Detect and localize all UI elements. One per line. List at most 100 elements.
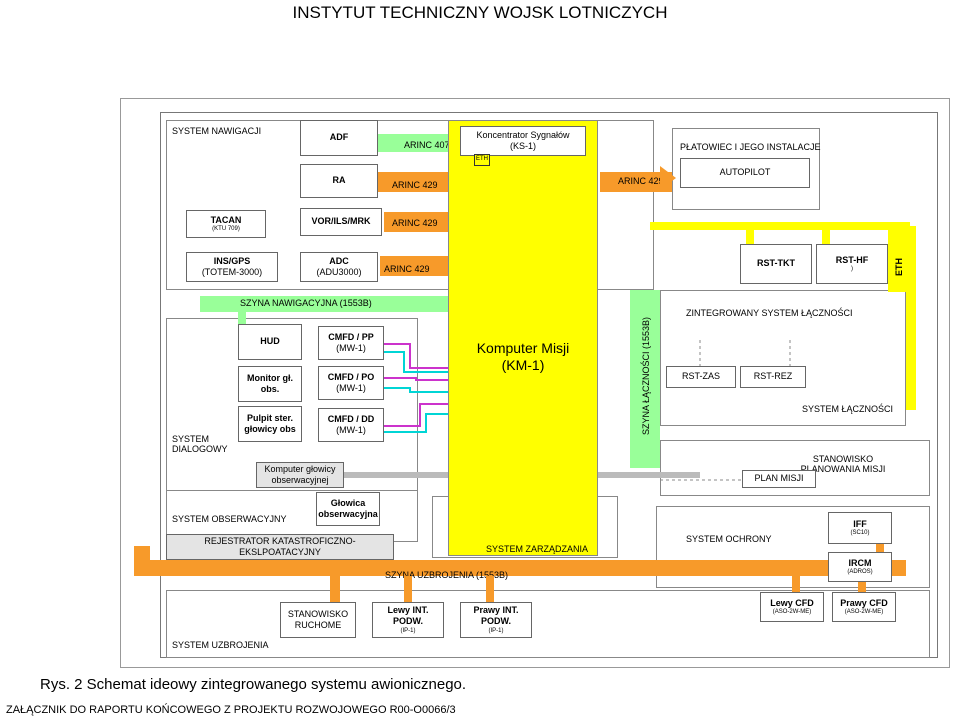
concentrator-label: Koncentrator Sygnałów <box>476 129 570 140</box>
comm-bus-top <box>630 290 660 294</box>
mission-computer[interactable] <box>448 120 598 556</box>
iff-box[interactable]: IFF (SC10) <box>828 512 892 544</box>
pulpit-box[interactable]: Pulpit ster. głowicy obs <box>238 406 302 442</box>
arinc407-label: ARINC 407 <box>404 140 450 150</box>
iff-sub: (SC10) <box>850 529 870 536</box>
airframe-title: PŁATOWIEC I JEGO INSTALACJE <box>680 142 821 152</box>
nav-bus <box>200 296 448 312</box>
cmfd-po-label: CMFD / PO <box>327 371 375 382</box>
dialog-title-text: SYSTEM DIALOGOWY <box>172 434 228 454</box>
insgps-label: INS/GPS <box>213 255 251 266</box>
int-right-sub: (IP-1) <box>488 627 504 634</box>
arinc429-c-label: ARINC 429 <box>392 218 438 228</box>
cfd-left-box[interactable]: Lewy CFD (ASO-2W-ME) <box>760 592 824 622</box>
weapons-drop-3 <box>486 576 494 602</box>
eth-drop-2 <box>822 230 830 246</box>
concentrator-box[interactable]: Koncentrator Sygnałów (KS-1) <box>460 126 586 156</box>
footer-note: ZAŁĄCZNIK DO RAPORTU KOŃCOWEGO Z PROJEKT… <box>6 704 456 716</box>
observation-title: SYSTEM OBSERWACYJNY <box>172 514 287 524</box>
comm-frame <box>660 290 906 426</box>
rst-rez-box[interactable]: RST-REZ <box>740 366 806 388</box>
tacan-sub: (KTU 709) <box>212 225 240 232</box>
insgps-box[interactable]: INS/GPS (TOTEM-3000) <box>186 252 278 282</box>
comm-bus <box>630 292 660 468</box>
nav-section-title: SYSTEM NAWIGACJI <box>172 126 262 136</box>
arinc429-a-bus <box>370 172 448 192</box>
rst-zas-box[interactable]: RST-ZAS <box>666 366 736 388</box>
adc-label: ADC <box>329 255 349 266</box>
mission-computer-title: Komputer Misji <box>476 340 570 356</box>
head-computer-box[interactable]: Komputer głowicy obserwacyjnej <box>256 462 344 488</box>
ircm-box[interactable]: IRCM (ADROS) <box>828 552 892 582</box>
int-left-box[interactable]: Lewy INT. PODW. (IP-1) <box>372 602 444 638</box>
weapons-drop-4 <box>792 568 800 594</box>
arinc429-d-label: ARINC 429 <box>384 264 430 274</box>
figure-caption: Rys. 2 Schemat ideowy zintegrowanego sys… <box>40 676 467 693</box>
hud-box[interactable]: HUD <box>238 324 302 360</box>
arinc429-d-bus <box>380 256 448 276</box>
cmfd-pp-label: CMFD / PP <box>328 331 374 342</box>
eth-port: ETH <box>474 154 490 166</box>
tacan-box[interactable]: TACAN (KTU 709) <box>186 210 266 238</box>
planning-title-text: STANOWISKO PLANOWANIA MISJI <box>800 454 886 474</box>
page-title: INSTYTUT TECHNICZNY WOJSK LOTNICZYCH <box>292 3 668 22</box>
cmfd-pp-box[interactable]: CMFD / PP (MW-1) <box>318 326 384 360</box>
rst-hf-label: RST-HF <box>835 254 869 265</box>
dialog-title: SYSTEM DIALOGOWY <box>172 434 232 454</box>
eth-drop-1 <box>746 230 754 246</box>
ircm-sub: (ADROS) <box>847 568 873 575</box>
cmfd-po-box[interactable]: CMFD / PO (MW-1) <box>318 366 384 400</box>
int-left-sub: (IP-1) <box>400 627 416 634</box>
cmfd-pp-sub: (MW-1) <box>336 343 366 353</box>
cfd-right-box[interactable]: Prawy CFD (ASO-2W-ME) <box>832 592 896 622</box>
weapons-drop-6 <box>876 530 884 570</box>
adc-box[interactable]: ADC (ADU3000) <box>300 252 378 282</box>
arinc429-b-label: ARINC 429 <box>618 176 664 186</box>
monitor-box[interactable]: Monitor gł. obs. <box>238 366 302 402</box>
comm-bus-label: SZYNA ŁĄCZNOŚCI (1553B) <box>641 316 651 435</box>
eth-label: ETH <box>894 258 904 276</box>
plan-misji-box[interactable]: PLAN MISJI <box>742 470 816 488</box>
eth-bus-vertical <box>888 230 910 292</box>
int-left-label: Lewy INT. PODW. <box>387 605 429 627</box>
adf-box[interactable]: ADF <box>300 120 378 156</box>
cfd-left-label: Lewy CFD <box>770 597 814 608</box>
int-right-box[interactable]: Prawy INT. PODW. (IP-1) <box>460 602 532 638</box>
movable-station-box[interactable]: STANOWISKO RUCHOME <box>280 602 356 638</box>
autopilot-box[interactable]: AUTOPILOT <box>680 158 810 188</box>
recorder-box[interactable]: REJESTRATOR KATASTROFICZNO-EKSLPOATACYJN… <box>166 534 394 560</box>
cmfd-dd-box[interactable]: CMFD / DD (MW-1) <box>318 408 384 442</box>
concentrator-sub: (KS-1) <box>509 141 536 151</box>
mission-computer-sub: (KM-1) <box>501 357 545 373</box>
weapons-bus <box>134 560 906 576</box>
cfd-right-label: Prawy CFD <box>840 597 888 608</box>
nav-bus-label: SZYNA NAWIGACYJNA (1553B) <box>240 298 372 308</box>
arinc429-c-bus <box>384 212 448 232</box>
weapons-title: SYSTEM UZBROJENIA <box>172 640 269 650</box>
eth-bus-horizontal <box>650 222 910 230</box>
management-title: SYSTEM ZARZĄDZANIA <box>486 544 589 554</box>
protection-title: SYSTEM OCHRONY <box>686 534 772 544</box>
arinc-arrow <box>660 166 676 190</box>
cmfd-dd-sub: (MW-1) <box>336 425 366 435</box>
arinc429-b-bus <box>600 172 672 192</box>
ra-box[interactable]: RA <box>300 164 378 198</box>
weapons-drop-2 <box>404 576 412 602</box>
rst-hf-box[interactable]: RST-HF ) <box>816 244 888 284</box>
vor-box[interactable]: VOR/ILS/MRK <box>300 208 382 236</box>
cfd-left-sub: (ASO-2W-ME) <box>772 608 812 615</box>
cmfd-dd-label: CMFD / DD <box>327 413 375 424</box>
weapons-drop-1 <box>330 576 340 602</box>
eth-bus-bottom <box>906 226 916 410</box>
integrated-comm-title: ZINTEGROWANY SYSTEM ŁĄCZNOŚCI <box>686 308 853 318</box>
weapons-bus-label: SZYNA UZBROJENIA (1553B) <box>385 570 509 580</box>
nav-bus-drop <box>238 312 246 324</box>
tacan-label: TACAN <box>210 214 242 225</box>
head-box[interactable]: Głowica obserwacyjna <box>316 492 380 526</box>
insgps-sub: (TOTEM-3000) <box>201 267 263 277</box>
planning-title: STANOWISKO PLANOWANIA MISJI <box>788 454 898 474</box>
iff-label: IFF <box>853 518 867 529</box>
adc-sub: (ADU3000) <box>316 267 362 277</box>
weapons-bus-left <box>134 546 150 576</box>
rst-tkt-box[interactable]: RST-TKT <box>740 244 812 284</box>
